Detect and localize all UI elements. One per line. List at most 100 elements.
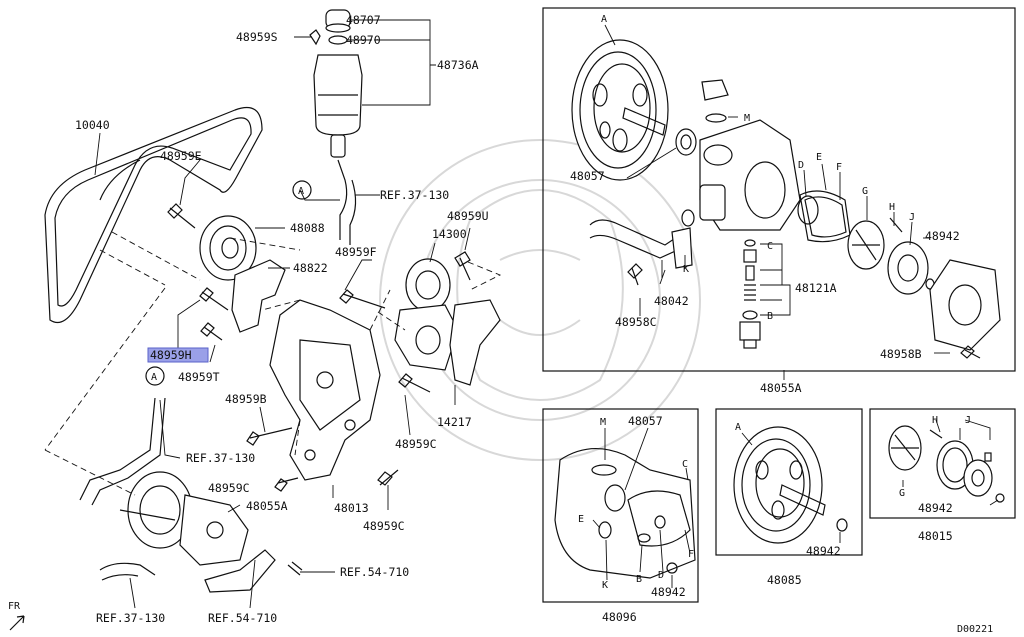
callout-48959C-2: 48959C bbox=[208, 481, 250, 495]
label-j: J bbox=[909, 212, 915, 223]
pulley-kit-pulley[interactable] bbox=[733, 426, 826, 544]
title-48085: 48085 bbox=[767, 573, 802, 587]
rotor-j[interactable] bbox=[887, 241, 929, 295]
callout-48959C-3: 48959C bbox=[363, 519, 405, 533]
callout-48057-box: 48057 bbox=[570, 169, 605, 183]
o-ring-m[interactable] bbox=[705, 113, 727, 123]
cartridge-pin[interactable] bbox=[929, 429, 943, 439]
pulley-bracket[interactable] bbox=[231, 259, 286, 333]
svg-text:FR: FR bbox=[8, 601, 21, 612]
kit-label-e: E bbox=[578, 514, 584, 525]
cartridge-label-h: H bbox=[932, 415, 938, 426]
return-hose[interactable] bbox=[99, 562, 156, 581]
pump-pulley[interactable] bbox=[571, 39, 669, 181]
kit-label-d: D bbox=[658, 570, 664, 581]
label-b: B bbox=[767, 311, 773, 322]
label-e: E bbox=[816, 152, 822, 163]
callout-48959S: 48959S bbox=[236, 30, 278, 44]
pressure-hose[interactable] bbox=[79, 397, 166, 506]
highlight-box bbox=[147, 347, 209, 363]
reservoir-assembly[interactable] bbox=[309, 9, 363, 158]
callout-48822: 48822 bbox=[293, 261, 328, 275]
bolt-48958c[interactable] bbox=[627, 263, 643, 286]
kit-label-c: C bbox=[682, 459, 688, 470]
rear-cover[interactable] bbox=[929, 259, 1001, 351]
kit-o-ring-m[interactable] bbox=[591, 464, 617, 476]
idler-bracket[interactable] bbox=[449, 299, 501, 386]
callout-48959T: 48959T bbox=[178, 370, 220, 384]
callout-48088: 48088 bbox=[290, 221, 325, 235]
kit-label-b: B bbox=[636, 574, 642, 585]
pulley-kit-ring[interactable] bbox=[836, 518, 848, 532]
ref-37-130-mid: REF.37-130 bbox=[186, 451, 255, 465]
kit-label-m: M bbox=[600, 417, 606, 428]
marker-a-left-label: A bbox=[151, 372, 157, 383]
bolt-48958b[interactable] bbox=[960, 345, 981, 359]
callout-48959U: 48959U bbox=[447, 209, 489, 223]
diagram-code: D00221 bbox=[957, 624, 993, 635]
pump-body[interactable] bbox=[699, 119, 801, 231]
callout-48013: 48013 bbox=[334, 501, 369, 515]
filler-cap[interactable] bbox=[701, 79, 729, 101]
oil-seal[interactable] bbox=[675, 128, 697, 156]
kit-seal-48057[interactable] bbox=[604, 484, 626, 512]
callout-48958C: 48958C bbox=[615, 315, 657, 329]
marker-a-top bbox=[292, 180, 312, 200]
label-g: G bbox=[862, 186, 868, 197]
suction-hose[interactable] bbox=[337, 159, 357, 245]
callout-48042: 48042 bbox=[654, 294, 689, 308]
guide-lines bbox=[44, 231, 502, 496]
cartridge-rotor[interactable] bbox=[963, 459, 993, 497]
pin-h[interactable] bbox=[889, 217, 903, 233]
pump-body-partial[interactable] bbox=[554, 447, 696, 579]
callout-48121A: 48121A bbox=[795, 281, 837, 295]
flow-control-valve[interactable] bbox=[739, 239, 761, 349]
suction-pipe[interactable] bbox=[589, 219, 683, 259]
callout-48055A-left: 48055A bbox=[246, 499, 288, 513]
callout-48958B: 48958B bbox=[880, 347, 922, 361]
label-c: C bbox=[767, 241, 773, 252]
marker-a-top-label: A bbox=[298, 186, 304, 197]
ref-54-710-bottom: REF.54-710 bbox=[208, 611, 277, 625]
callout-10040: 10040 bbox=[75, 118, 110, 132]
callout-48736A: 48736A bbox=[437, 58, 479, 72]
pulley-kit-box bbox=[715, 408, 863, 556]
kit-gasket[interactable] bbox=[627, 490, 691, 547]
title-48096: 48096 bbox=[602, 610, 637, 624]
seal-kit-box bbox=[542, 408, 699, 603]
o-ring-d[interactable] bbox=[797, 195, 819, 225]
callout-48959H[interactable]: 48959H bbox=[150, 348, 192, 362]
pump-exploded-box bbox=[542, 7, 1016, 372]
label-k: K bbox=[683, 264, 689, 275]
bolts-left[interactable] bbox=[167, 203, 471, 492]
leader-lines bbox=[94, 19, 471, 609]
callout-14300: 14300 bbox=[432, 227, 467, 241]
ref-54-710-right: REF.54-710 bbox=[340, 565, 409, 579]
kit-callout-48057: 48057 bbox=[628, 414, 663, 428]
marker-a-left bbox=[145, 366, 165, 386]
pulley-kit-callout-48942: 48942 bbox=[806, 544, 841, 558]
kit-callout-48942: 48942 bbox=[651, 585, 686, 599]
label-a: A bbox=[601, 14, 607, 25]
pump-bracket[interactable] bbox=[269, 299, 381, 481]
drive-belt[interactable] bbox=[44, 106, 263, 324]
label-d: D bbox=[798, 160, 804, 171]
box-leaders bbox=[604, 24, 950, 380]
callout-14217: 14217 bbox=[437, 415, 472, 429]
power-steering-pump[interactable] bbox=[119, 471, 249, 566]
kit-label-f: F bbox=[688, 549, 694, 560]
tensioner-pulley[interactable] bbox=[199, 215, 257, 281]
watermark-logo bbox=[379, 139, 701, 461]
pulley-kit-label-a: A bbox=[735, 422, 741, 433]
o-ring-k[interactable] bbox=[681, 209, 695, 227]
cartridge-kit-box bbox=[869, 408, 1016, 519]
title-48055A: 48055A bbox=[760, 381, 802, 395]
front-arrow: FR bbox=[8, 601, 25, 631]
callout-48959C-1: 48959C bbox=[395, 437, 437, 451]
callout-48942-box: 48942 bbox=[925, 229, 960, 243]
ref-37-130-bottom: REF.37-130 bbox=[96, 611, 165, 625]
kit-o-ring-e[interactable] bbox=[598, 521, 612, 539]
callout-48970: 48970 bbox=[346, 33, 381, 47]
idler-pulley[interactable] bbox=[394, 258, 459, 371]
